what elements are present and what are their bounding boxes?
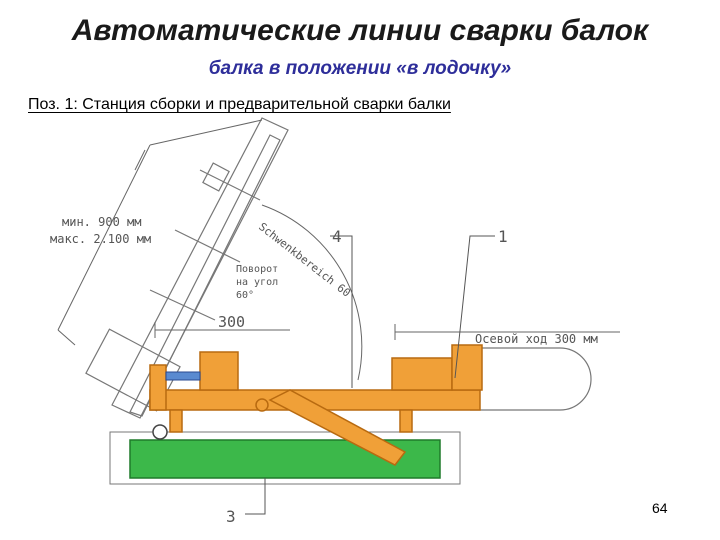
dimension-lines xyxy=(57,119,620,346)
min-width-label: мин. 900 мм xyxy=(62,215,141,229)
slide-title: Автоматические линии сварки балок xyxy=(71,14,649,47)
callout-1: 1 xyxy=(498,227,508,246)
rotation-label-1: Поворот xyxy=(236,264,278,275)
orange-frame xyxy=(149,344,483,466)
page-number: 64 xyxy=(652,500,668,516)
max-width-label: макс. 2.100 мм xyxy=(50,232,151,246)
callout-3: 3 xyxy=(226,507,236,526)
rotation-label-3: 60° xyxy=(236,290,254,301)
right-clamp-outline xyxy=(470,347,592,411)
rotation-label-2: на угол xyxy=(236,277,278,288)
blue-cylinder xyxy=(165,371,201,381)
base-outline xyxy=(109,431,461,485)
swing-arc xyxy=(261,204,363,381)
axial-travel-label: Осевой ход 300 мм xyxy=(475,332,598,346)
callout-4: 4 xyxy=(332,227,342,246)
station-caption: Поз. 1: Станция сборки и предварительной… xyxy=(28,96,451,113)
tilted-beam xyxy=(85,117,289,419)
base-wheel xyxy=(152,424,168,440)
callout-leaders xyxy=(245,235,495,515)
dim-300-label: 300 xyxy=(218,313,245,331)
slide-subtitle: балка в положении «в лодочку» xyxy=(208,58,512,79)
pivot-joint xyxy=(255,398,269,412)
